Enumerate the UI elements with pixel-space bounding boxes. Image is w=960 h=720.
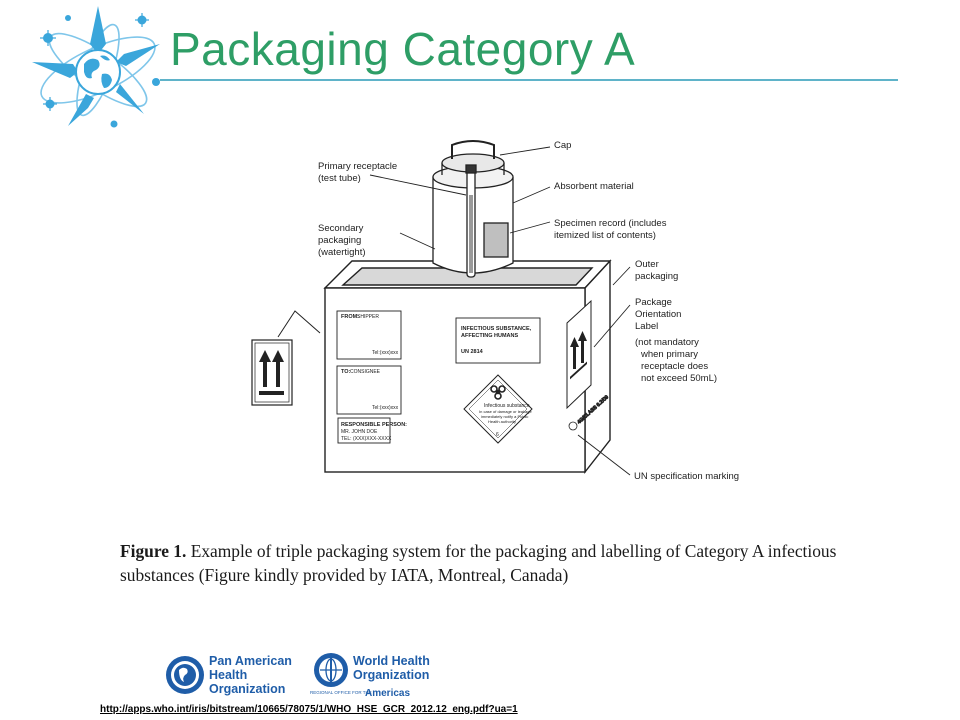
triple-packaging-figure: FROM: SHIPPER Tel:(xxx)xxx TO: CONSIGNEE… xyxy=(251,140,739,482)
paho-emblem-icon xyxy=(166,656,204,694)
front-panel-labels: FROM: SHIPPER Tel:(xxx)xxx TO: CONSIGNEE… xyxy=(336,310,541,444)
svg-text:packaging: packaging xyxy=(318,235,361,246)
svg-text:MR. JOHN DOE: MR. JOHN DOE xyxy=(341,429,378,435)
svg-text:Health: Health xyxy=(209,668,247,682)
svg-text:RESPONSIBLE PERSON:: RESPONSIBLE PERSON: xyxy=(341,422,407,428)
svg-text:Tel:(xxx)xxx: Tel:(xxx)xxx xyxy=(372,405,399,411)
svg-text:packaging: packaging xyxy=(635,271,678,282)
globe-virus-logo-icon xyxy=(32,6,160,128)
who-emblem-icon xyxy=(314,653,348,687)
svg-text:Outer: Outer xyxy=(635,259,659,270)
slide-title: Packaging Category A xyxy=(170,23,636,75)
svg-text:Americas: Americas xyxy=(365,688,410,699)
svg-text:when primary: when primary xyxy=(640,349,698,360)
svg-text:(test tube): (test tube) xyxy=(318,173,361,184)
svg-text:In case of damage or leakage: In case of damage or leakage xyxy=(479,409,532,414)
caption-figure-label: Figure 1. xyxy=(120,541,187,561)
svg-text:Specimen record (includes: Specimen record (includes xyxy=(554,218,667,229)
orientation-arrows-icon xyxy=(251,310,321,406)
svg-text:Package: Package xyxy=(635,297,672,308)
svg-text:Organization: Organization xyxy=(209,682,285,696)
svg-text:Label: Label xyxy=(635,321,658,332)
svg-text:AFFECTING HUMANS: AFFECTING HUMANS xyxy=(461,333,518,339)
svg-text:receptacle does: receptacle does xyxy=(641,361,708,372)
caption-text: Example of triple packaging system for t… xyxy=(120,541,837,585)
biohazard-icon xyxy=(490,385,506,400)
svg-text:SHIPPER: SHIPPER xyxy=(357,314,379,320)
organization-logos: Pan American Health Organization World H… xyxy=(166,653,430,699)
svg-text:itemized list of contents): itemized list of contents) xyxy=(554,230,656,241)
svg-text:UN specification marking: UN specification marking xyxy=(634,471,739,482)
svg-text:immediately notify a Public: immediately notify a Public xyxy=(481,414,528,419)
svg-text:UN 2814: UN 2814 xyxy=(461,349,484,355)
svg-text:Primary receptacle: Primary receptacle xyxy=(318,161,397,172)
svg-text:Health authority: Health authority xyxy=(488,419,516,424)
svg-text:FROM:: FROM: xyxy=(341,314,359,320)
svg-text:World Health: World Health xyxy=(353,654,430,668)
svg-text:Infectious substance: Infectious substance xyxy=(484,403,530,409)
svg-text:CONSIGNEE: CONSIGNEE xyxy=(350,369,381,375)
title-underline xyxy=(160,79,898,81)
svg-text:TO:: TO: xyxy=(341,369,351,375)
svg-text:REGIONAL OFFICE FOR THE: REGIONAL OFFICE FOR THE xyxy=(310,690,372,695)
svg-text:INFECTIOUS SUBSTANCE,: INFECTIOUS SUBSTANCE, xyxy=(461,326,532,332)
svg-text:Secondary: Secondary xyxy=(318,223,364,234)
svg-text:TEL: (XXX)XXX-XXXX: TEL: (XXX)XXX-XXXX xyxy=(341,436,392,442)
label-cap: Cap xyxy=(554,140,571,151)
figure-caption: Figure 1. Example of triple packaging sy… xyxy=(120,539,895,587)
callout-labels: Cap Primary receptacle (test tube) Absor… xyxy=(318,140,739,482)
svg-text:(not mandatory: (not mandatory xyxy=(635,337,699,348)
svg-text:Organization: Organization xyxy=(353,668,429,682)
svg-text:Absorbent material: Absorbent material xyxy=(554,181,634,192)
svg-text:Pan American: Pan American xyxy=(209,654,292,668)
leader-lines xyxy=(369,146,631,476)
source-url-link[interactable]: http://apps.who.int/iris/bitstream/10665… xyxy=(100,704,518,715)
svg-text:Orientation: Orientation xyxy=(635,309,681,320)
secondary-container xyxy=(432,140,514,278)
biohazard-label: Infectious substance In case of damage o… xyxy=(463,374,533,444)
svg-text:not exceed 50mL): not exceed 50mL) xyxy=(641,373,717,384)
svg-text:Tel:(xxx)xxx: Tel:(xxx)xxx xyxy=(372,350,399,356)
svg-text:6: 6 xyxy=(496,432,499,438)
svg-text:(watertight): (watertight) xyxy=(318,247,366,258)
